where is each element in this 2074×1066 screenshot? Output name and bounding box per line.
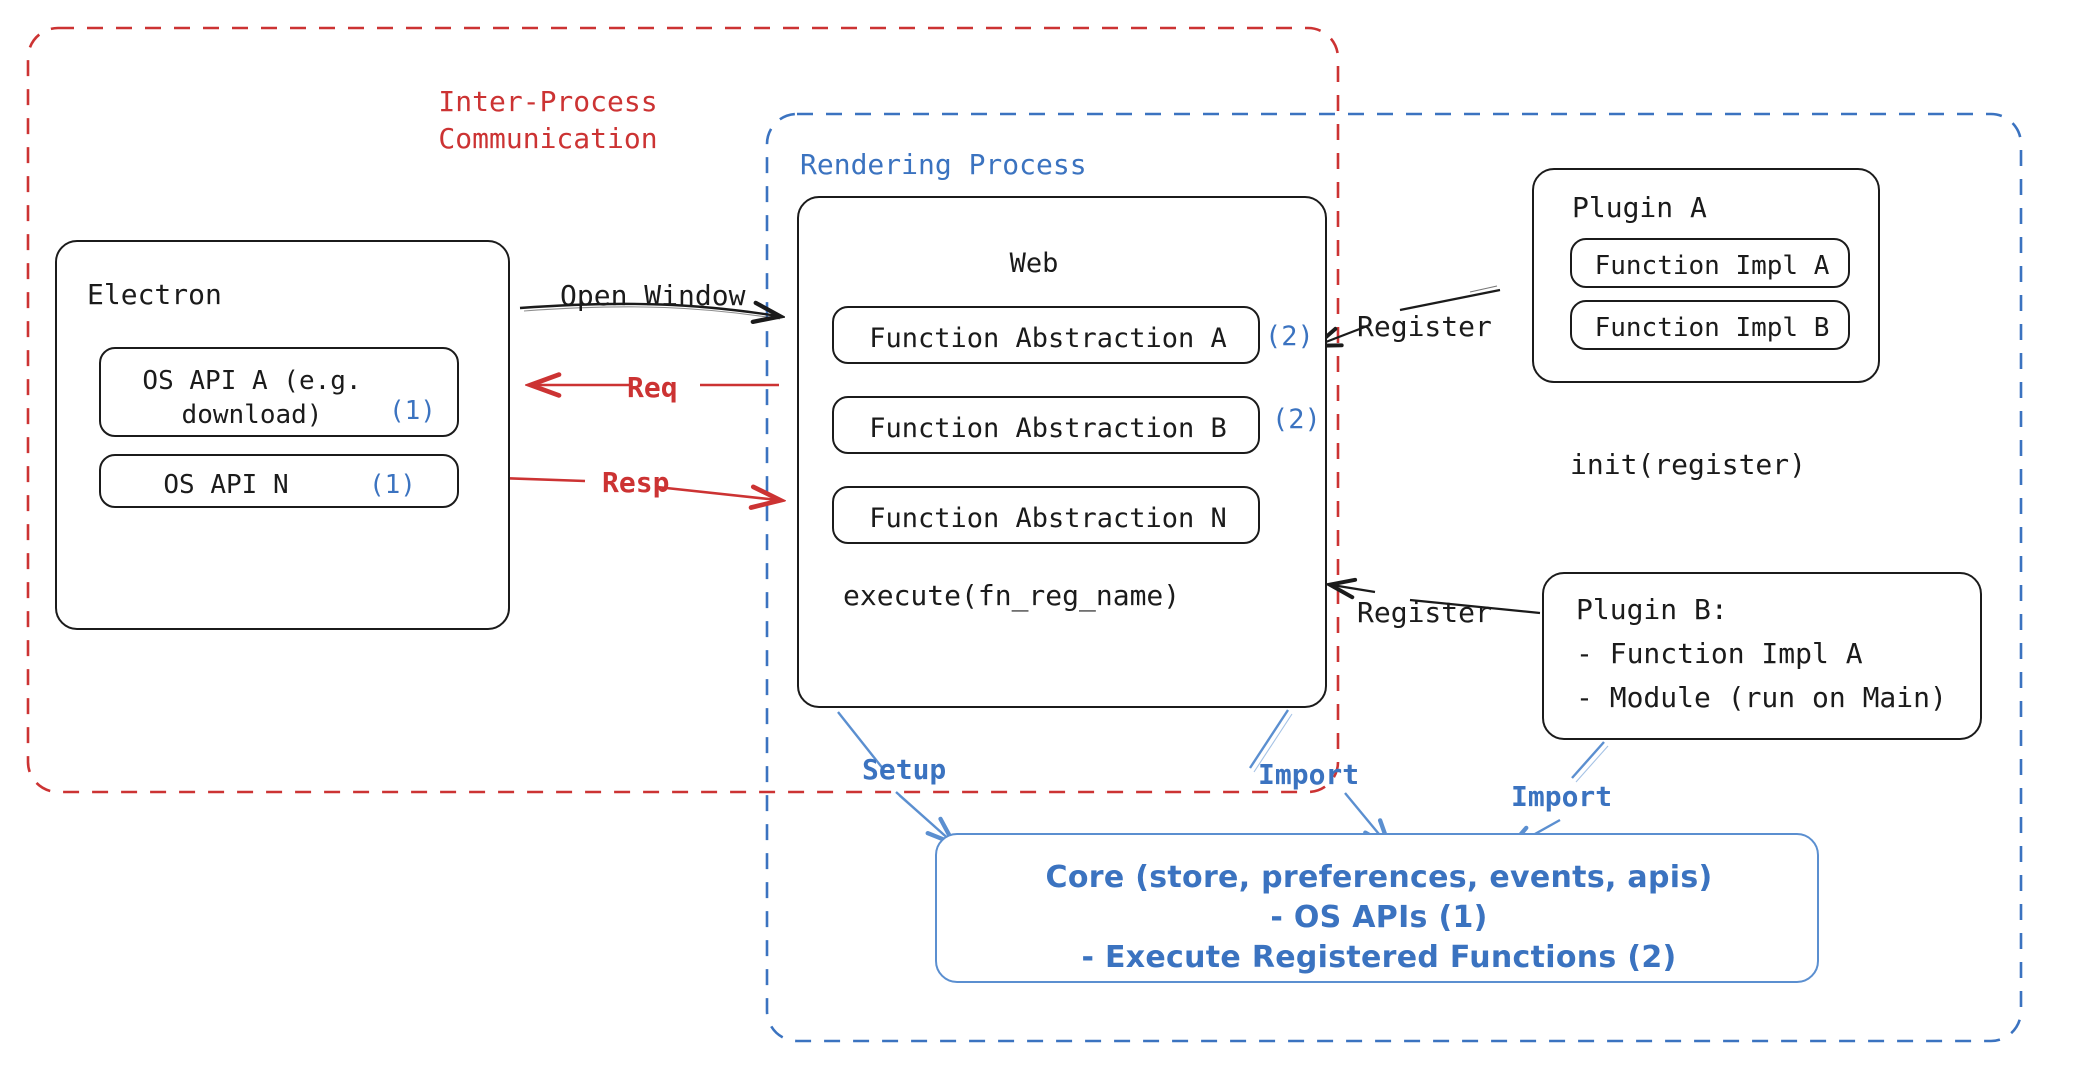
function-impl-b-box: Function Impl B (1570, 300, 1850, 350)
function-abstraction-a-label: Function Abstraction A (869, 323, 1227, 354)
edge-label-setup: Setup (862, 753, 947, 786)
os-api-a-label: OS API A (e.g. download) (142, 366, 362, 431)
os-api-a-box: OS API A (e.g. download) (1) (99, 347, 459, 437)
web-footer: execute(fn_reg_name) (843, 579, 1181, 612)
plugin-a-box: Plugin A Function Impl A Function Impl B (1532, 168, 1880, 383)
plugin-b-line-1: - Function Impl A (1576, 637, 1863, 670)
os-api-n-box: OS API N (1) (99, 454, 459, 508)
edge-label-open-window: Open Window (560, 279, 746, 312)
edge-label-register-a: Register (1357, 310, 1492, 343)
core-line-0: Core (store, preferences, events, apis) (1045, 860, 1713, 895)
function-abstraction-b-box: Function Abstraction B (832, 396, 1260, 454)
core-line-2: - Execute Registered Functions (2) (1081, 940, 1677, 975)
ipc-label: Inter-Process Communication (438, 85, 658, 155)
function-abstraction-a-tag: (2) (1265, 321, 1314, 352)
core-line-1: - OS APIs (1) (1270, 900, 1488, 935)
plugin-b-line-2: - Module (run on Main) (1576, 681, 1947, 714)
function-impl-a-label: Function Impl A (1594, 251, 1830, 281)
function-abstraction-b-tag: (2) (1272, 404, 1321, 435)
os-api-a-tag: (1) (389, 396, 436, 426)
function-abstraction-n-box: Function Abstraction N (832, 486, 1260, 544)
plugin-b-box: Plugin B: - Function Impl A - Module (ru… (1542, 572, 1982, 740)
function-abstraction-a-box: Function Abstraction A (832, 306, 1260, 364)
edge-register-a (1399, 288, 1501, 312)
plugin-a-footer: init(register) (1570, 448, 1807, 481)
plugin-a-title: Plugin A (1572, 191, 1707, 224)
edge-label-resp: Resp (602, 466, 670, 499)
edge-import-pb (1571, 741, 1605, 779)
function-abstraction-b-label: Function Abstraction B (869, 413, 1227, 444)
web-title: Web (1009, 248, 1059, 279)
rendering-process-label: Rendering Process (800, 148, 1087, 181)
core-box: Core (store, preferences, events, apis) … (935, 833, 1819, 983)
function-impl-a-box: Function Impl A (1570, 238, 1850, 288)
edge-label-import-web: Import (1258, 758, 1360, 791)
electron-box: Electron OS API A (e.g. download) (1) OS… (55, 240, 510, 630)
web-box: Web Function Abstraction A (2) Function … (797, 196, 1327, 708)
function-impl-b-label: Function Impl B (1594, 313, 1830, 343)
plugin-b-line-0: Plugin B: (1576, 593, 1728, 626)
function-abstraction-n-label: Function Abstraction N (869, 503, 1227, 534)
edge-label-req: Req (627, 371, 678, 404)
electron-title: Electron (87, 278, 222, 311)
edge-label-register-b: Register (1357, 596, 1492, 629)
os-api-n-tag: (1) (369, 470, 416, 500)
os-api-n-label: OS API N (163, 470, 289, 500)
edge-label-import-pb: Import (1511, 780, 1613, 813)
